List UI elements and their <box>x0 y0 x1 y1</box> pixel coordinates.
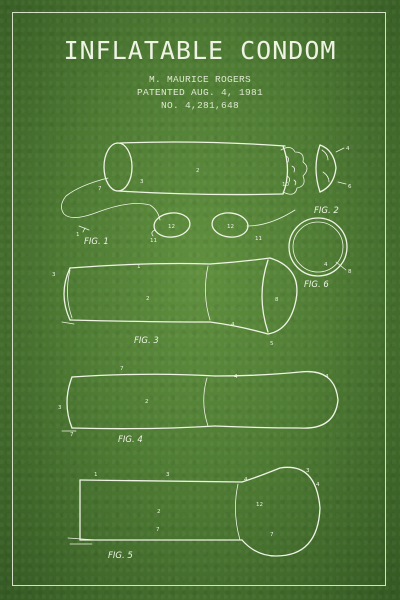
fig5-ref-5: 12 <box>256 502 263 508</box>
inventor-name: M. MAURICE ROGERS <box>148 74 251 85</box>
fig1-ref-5: 10 <box>282 182 289 188</box>
fig6-label: FIG. 6 <box>304 280 329 290</box>
fig4-ref-4: 4 <box>234 374 238 380</box>
fig1-drawing <box>61 141 308 238</box>
fig3-ref-3: 8 <box>275 297 279 303</box>
fig3-ref-1: 1 <box>137 264 141 270</box>
fig1-ref-4: 1 <box>76 232 80 238</box>
fig5-ref-7: 7 <box>270 532 274 538</box>
fig1-ref-1: 7 <box>98 186 102 192</box>
fig5-ref-3: 7 <box>156 527 160 533</box>
fig3-ref-5: 4 <box>231 322 235 328</box>
fig6-drawing <box>288 217 348 277</box>
fig4-drawing <box>61 370 339 432</box>
fig3-ref-6: 5 <box>270 341 274 347</box>
fig1-ref-6: 12 <box>168 224 175 230</box>
fig5-ref-8: 3 <box>306 468 310 474</box>
fig2-label: FIG. 2 <box>314 206 339 216</box>
fig2-ref-2: 6 <box>348 184 352 190</box>
fig1-ref-2: 2 <box>196 168 200 174</box>
fig4-label: FIG. 4 <box>118 435 143 445</box>
fig6-ref-2: 8 <box>348 269 352 275</box>
fig3-drawing <box>61 257 298 335</box>
fig5-label: FIG. 5 <box>108 551 133 561</box>
fig3-ref-4: 3 <box>52 272 56 278</box>
poster-border <box>12 12 386 586</box>
patent-number: NO. 4,281,648 <box>160 100 239 111</box>
fig2-ref-1: 4 <box>346 146 350 152</box>
fig1-ref-7: 12 <box>227 224 234 230</box>
fig5-drawing <box>67 466 321 557</box>
fig5-ref-4: 3 <box>166 472 170 478</box>
fig1-ref-3: 3 <box>140 179 144 185</box>
patent-date: PATENTED AUG. 4, 1981 <box>136 87 264 98</box>
fig4-ref-1: 7 <box>120 366 124 372</box>
fig1-ref-9: 11 <box>255 236 262 242</box>
fig3-label: FIG. 3 <box>134 336 159 346</box>
fig4-ref-5: 7 <box>70 432 74 438</box>
fig1-label: FIG. 1 <box>84 237 109 247</box>
fig4-ref-3: 3 <box>58 405 62 411</box>
fig2-drawing <box>315 144 347 193</box>
fig4-ref-2: 2 <box>145 399 149 405</box>
fig5-ref-9: 4 <box>316 482 320 488</box>
fig5-ref-2: 2 <box>157 509 161 515</box>
fig4-ref-6: 4 <box>325 374 329 380</box>
poster-title: INFLATABLE CONDOM <box>63 36 337 65</box>
fig5-ref-6: 4 <box>244 477 248 483</box>
fig3-ref-2: 2 <box>146 296 150 302</box>
fig5-ref-1: 1 <box>94 472 98 478</box>
fig6-ref-1: 4 <box>324 262 328 268</box>
fig1-ref-8: 11 <box>150 238 157 244</box>
